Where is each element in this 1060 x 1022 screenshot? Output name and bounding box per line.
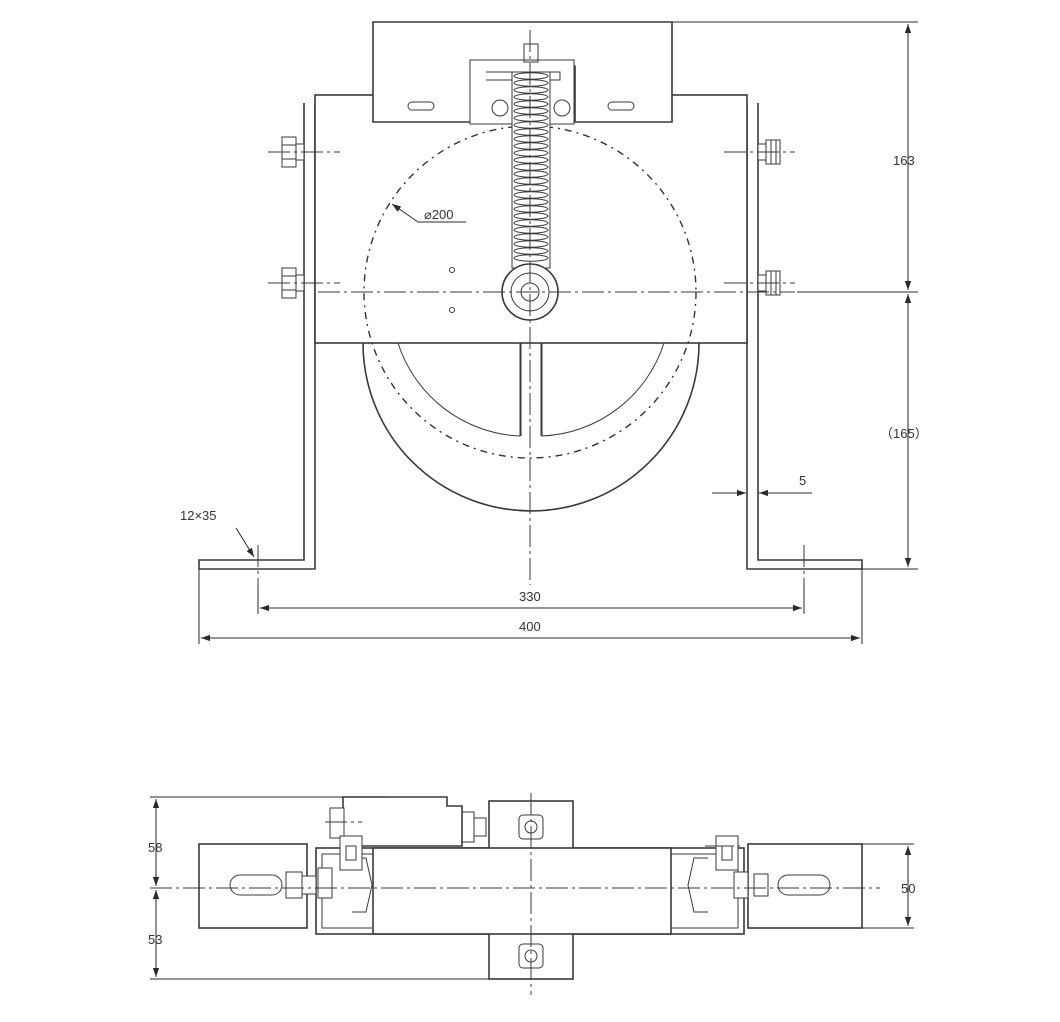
slot-hole-left	[407, 101, 435, 111]
spring-coil	[513, 121, 549, 129]
top-view: 58 53 50	[148, 793, 915, 995]
spring-coil	[513, 156, 549, 164]
spring-coil	[513, 219, 549, 227]
pulley-lower	[362, 342, 700, 512]
spring-coil	[513, 149, 549, 157]
dimension-hole-span: 330	[257, 585, 805, 614]
dimension-thickness: 5	[712, 473, 812, 497]
tension-spring	[511, 71, 551, 269]
center-lines	[257, 30, 805, 585]
dimension-overall-width: 400	[198, 569, 863, 644]
spring-coil	[513, 142, 549, 150]
dim-height-upper-label: 163	[893, 153, 915, 168]
dim-upper-offset-label: 58	[148, 840, 162, 855]
dimension-upper-offset: 58	[148, 796, 385, 886]
dimension-height-lower: （165）	[862, 294, 928, 570]
slot-hole-right	[607, 101, 635, 111]
spring-coil	[513, 72, 549, 80]
dimension-height-upper: 163	[672, 21, 918, 293]
spring-coil	[513, 86, 549, 94]
spring-coil	[513, 247, 549, 255]
spring-coil	[513, 191, 549, 199]
small-hole	[449, 307, 455, 313]
spring-coil	[513, 205, 549, 213]
spring-coil	[513, 233, 549, 241]
spring-coil	[513, 226, 549, 234]
spring-coil	[513, 128, 549, 136]
spring-coil	[513, 93, 549, 101]
plan-bolts	[285, 835, 769, 899]
small-hole	[449, 267, 455, 273]
spring-coil	[513, 198, 549, 206]
spring-coil	[513, 135, 549, 143]
dim-slot-label: 12×35	[180, 508, 217, 523]
dim-overall-width-label: 400	[519, 619, 541, 634]
spring-coil	[513, 107, 549, 115]
dim-lower-offset-label: 53	[148, 932, 162, 947]
axle-tube	[372, 847, 672, 935]
plan-center-lines	[150, 793, 880, 995]
spring-coil	[513, 240, 549, 248]
dim-hole-span-label: 330	[519, 589, 541, 604]
spring-coil	[513, 184, 549, 192]
dim-block-width-label: 50	[901, 881, 915, 896]
spring-coil	[513, 254, 549, 262]
front-view: ⌀200 163 （165） 5 12×35 330	[180, 21, 928, 644]
dim-thickness-label: 5	[799, 473, 806, 488]
dimension-lower-offset: 53	[148, 890, 489, 980]
spring-coil	[513, 212, 549, 220]
dim-height-lower-label: （165）	[880, 426, 928, 441]
dimension-diameter: ⌀200	[391, 203, 466, 223]
spring-coil	[513, 170, 549, 178]
dimension-block-width: 50	[862, 843, 915, 929]
mounting-bracket	[198, 103, 863, 570]
dimension-slot: 12×35	[180, 508, 255, 558]
spring-coil	[513, 100, 549, 108]
spring-coil	[513, 163, 549, 171]
spring-coil	[513, 177, 549, 185]
diameter-label: ⌀200	[424, 207, 454, 222]
spring-coil	[513, 79, 549, 87]
spring-coil	[513, 114, 549, 122]
